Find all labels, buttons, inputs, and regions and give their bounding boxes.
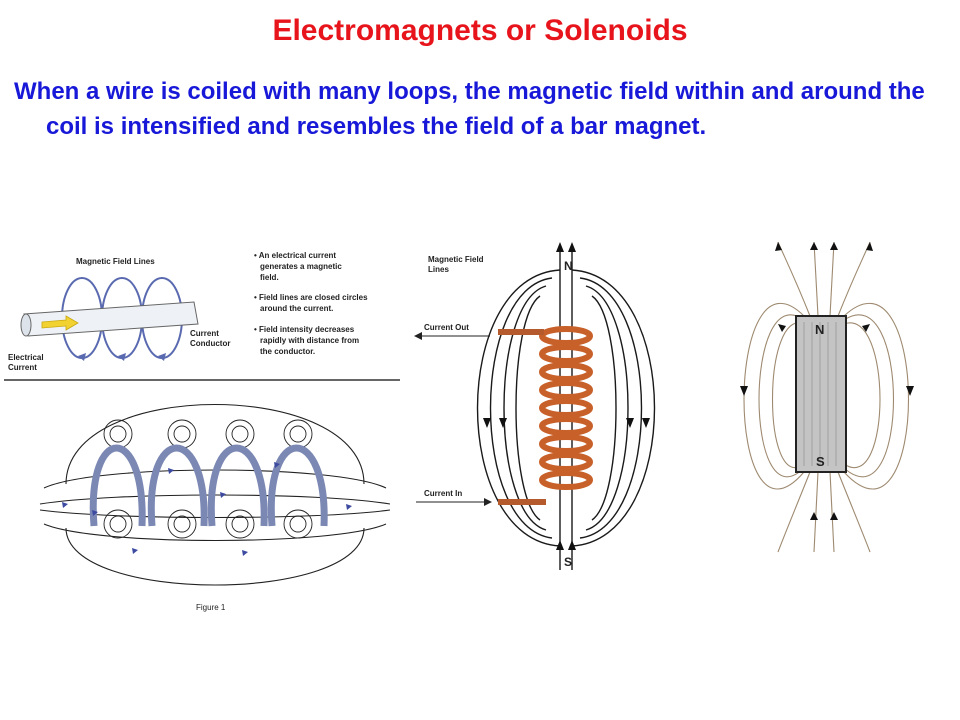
field-lines-label-2: Lines [428,265,449,274]
current-in-label: Current In [424,489,462,498]
bullet-2-line-1: • Field lines are closed circles [254,293,368,302]
current-out-label: Current Out [424,323,469,332]
bullet-1-line-1: • An electrical current [254,251,336,260]
body-paragraph: When a wire is coiled with many loops, t… [14,78,925,140]
field-lines-label: Magnetic Field [428,255,484,264]
coil-helix [539,326,593,490]
figure-caption: Figure 1 [196,603,226,612]
coil-wire [89,444,328,527]
bar-magnet [795,315,847,473]
bullet-2-line-2: around the current. [260,304,333,313]
current-conductor-label: Current [190,329,219,338]
slide-title: Electromagnets or Solenoids [272,14,688,47]
bullet-3-line-2: rapidly with distance from [260,336,359,345]
north-pole-label: N [564,259,573,273]
bullet-3-line-1: • Field intensity decreases [254,325,355,334]
coil-loops-diagram: Figure 1 [36,392,396,618]
straight-wire-diagram: Magnetic Field Lines Current Conductor E… [4,240,400,386]
bullet-1-line-3: field. [260,273,279,282]
south-pole-label: S [816,454,825,469]
south-pole-label: S [564,555,572,569]
current-conductor-label-2: Conductor [190,339,230,348]
bullet-3-line-3: the conductor. [260,347,315,356]
electrical-current-label-2: Current [8,363,37,372]
solenoid-diagram: Magnetic Field Lines Current Out Current… [410,240,680,580]
conductor-wire [20,301,199,337]
field-lines-label: Magnetic Field Lines [76,257,155,266]
bar-magnet-diagram: N S [704,236,950,558]
bullet-1-line-2: generates a magnetic [260,262,342,271]
electrical-current-label: Electrical [8,353,44,362]
north-pole-label: N [815,322,824,337]
field-arrows [78,353,166,361]
slide-body: When a wire is coiled with many loops, t… [14,74,944,144]
